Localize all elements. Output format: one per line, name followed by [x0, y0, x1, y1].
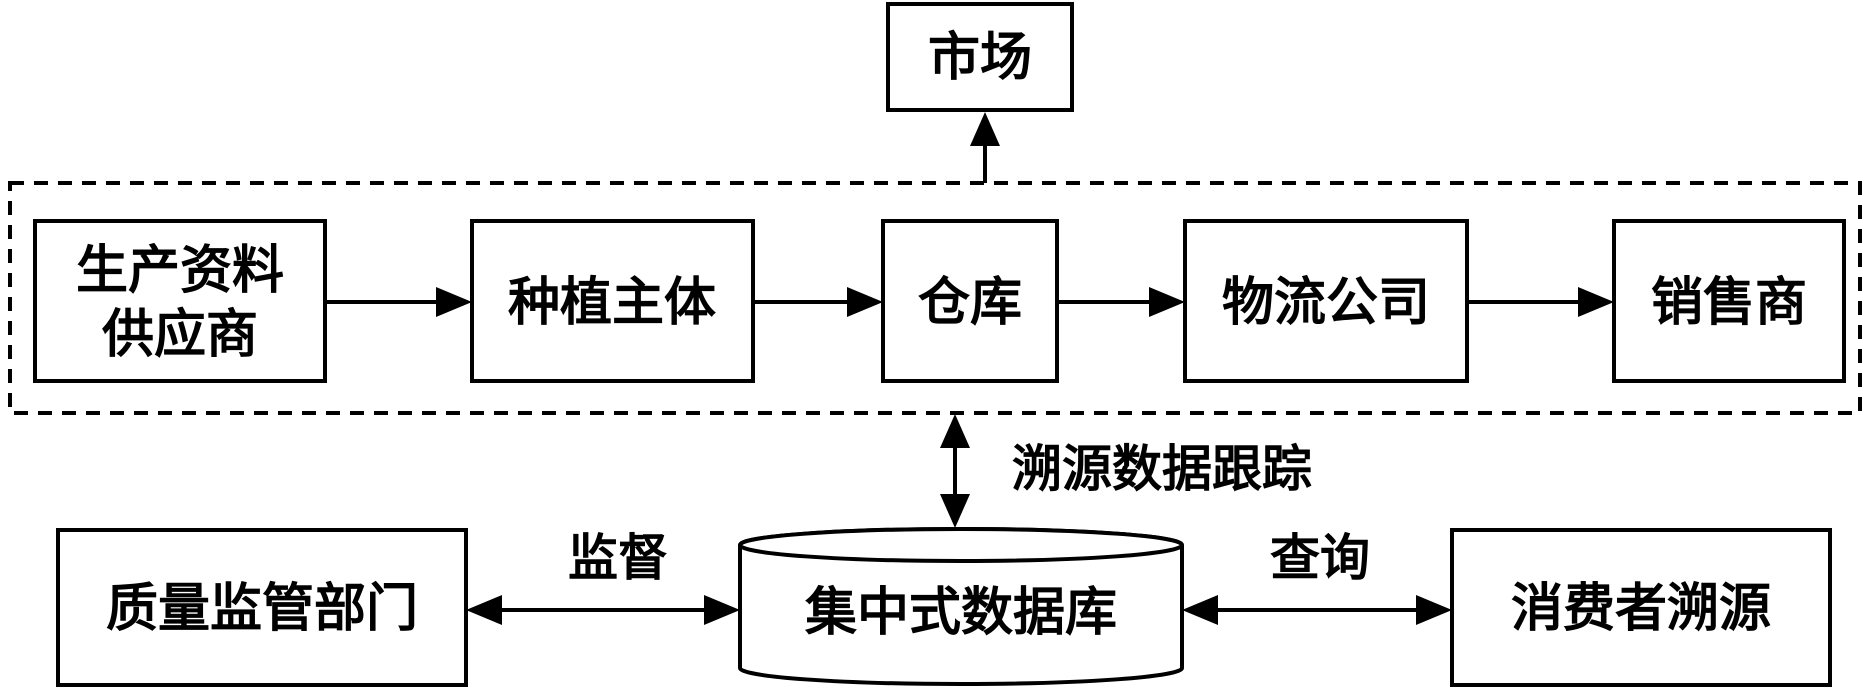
- arrow-to-market-head: [970, 112, 1000, 146]
- seller-box: [1612, 219, 1846, 383]
- consumer-box: [1450, 528, 1832, 687]
- supervise-arrow-head-right: [704, 595, 740, 625]
- supervise-label: 监督: [568, 528, 668, 587]
- supplier-box: [33, 219, 327, 383]
- arrow-logistics-seller-head: [1578, 287, 1614, 317]
- logistics-label: 物流公司: [1222, 272, 1430, 333]
- market-box: [886, 2, 1074, 112]
- quality-dept-box: [56, 528, 468, 687]
- tracking-label: 溯源数据跟踪: [1012, 439, 1312, 498]
- database-cylinder-top: [738, 527, 1184, 563]
- arrow-warehouse-logistics-head: [1149, 287, 1185, 317]
- warehouse-label: 仓库: [918, 272, 1022, 333]
- market-label: 市场: [928, 27, 1032, 88]
- supplier-label-line2: 供应商: [102, 304, 258, 365]
- supervise-arrow-head-left: [466, 595, 502, 625]
- seller-label: 销售商: [1651, 272, 1807, 333]
- query-arrow-head-right: [1416, 595, 1452, 625]
- arrow-supplier-planting-head: [436, 287, 472, 317]
- planting-box: [470, 219, 755, 383]
- arrow-planting-warehouse-head: [847, 287, 883, 317]
- consumer-label: 消费者溯源: [1511, 578, 1771, 639]
- database-label: 集中式数据库: [804, 582, 1117, 643]
- tracking-arrow-head-up: [940, 414, 970, 448]
- warehouse-box: [881, 219, 1059, 383]
- query-arrow-head-left: [1182, 595, 1218, 625]
- tracking-arrow-head-down: [940, 494, 970, 528]
- query-label: 查询: [1270, 528, 1370, 587]
- quality-dept-label: 质量监管部门: [106, 578, 418, 639]
- supply-chain-group: [8, 181, 1862, 415]
- supplier-label-line1: 生产资料: [76, 240, 284, 301]
- planting-label: 种植主体: [508, 272, 716, 333]
